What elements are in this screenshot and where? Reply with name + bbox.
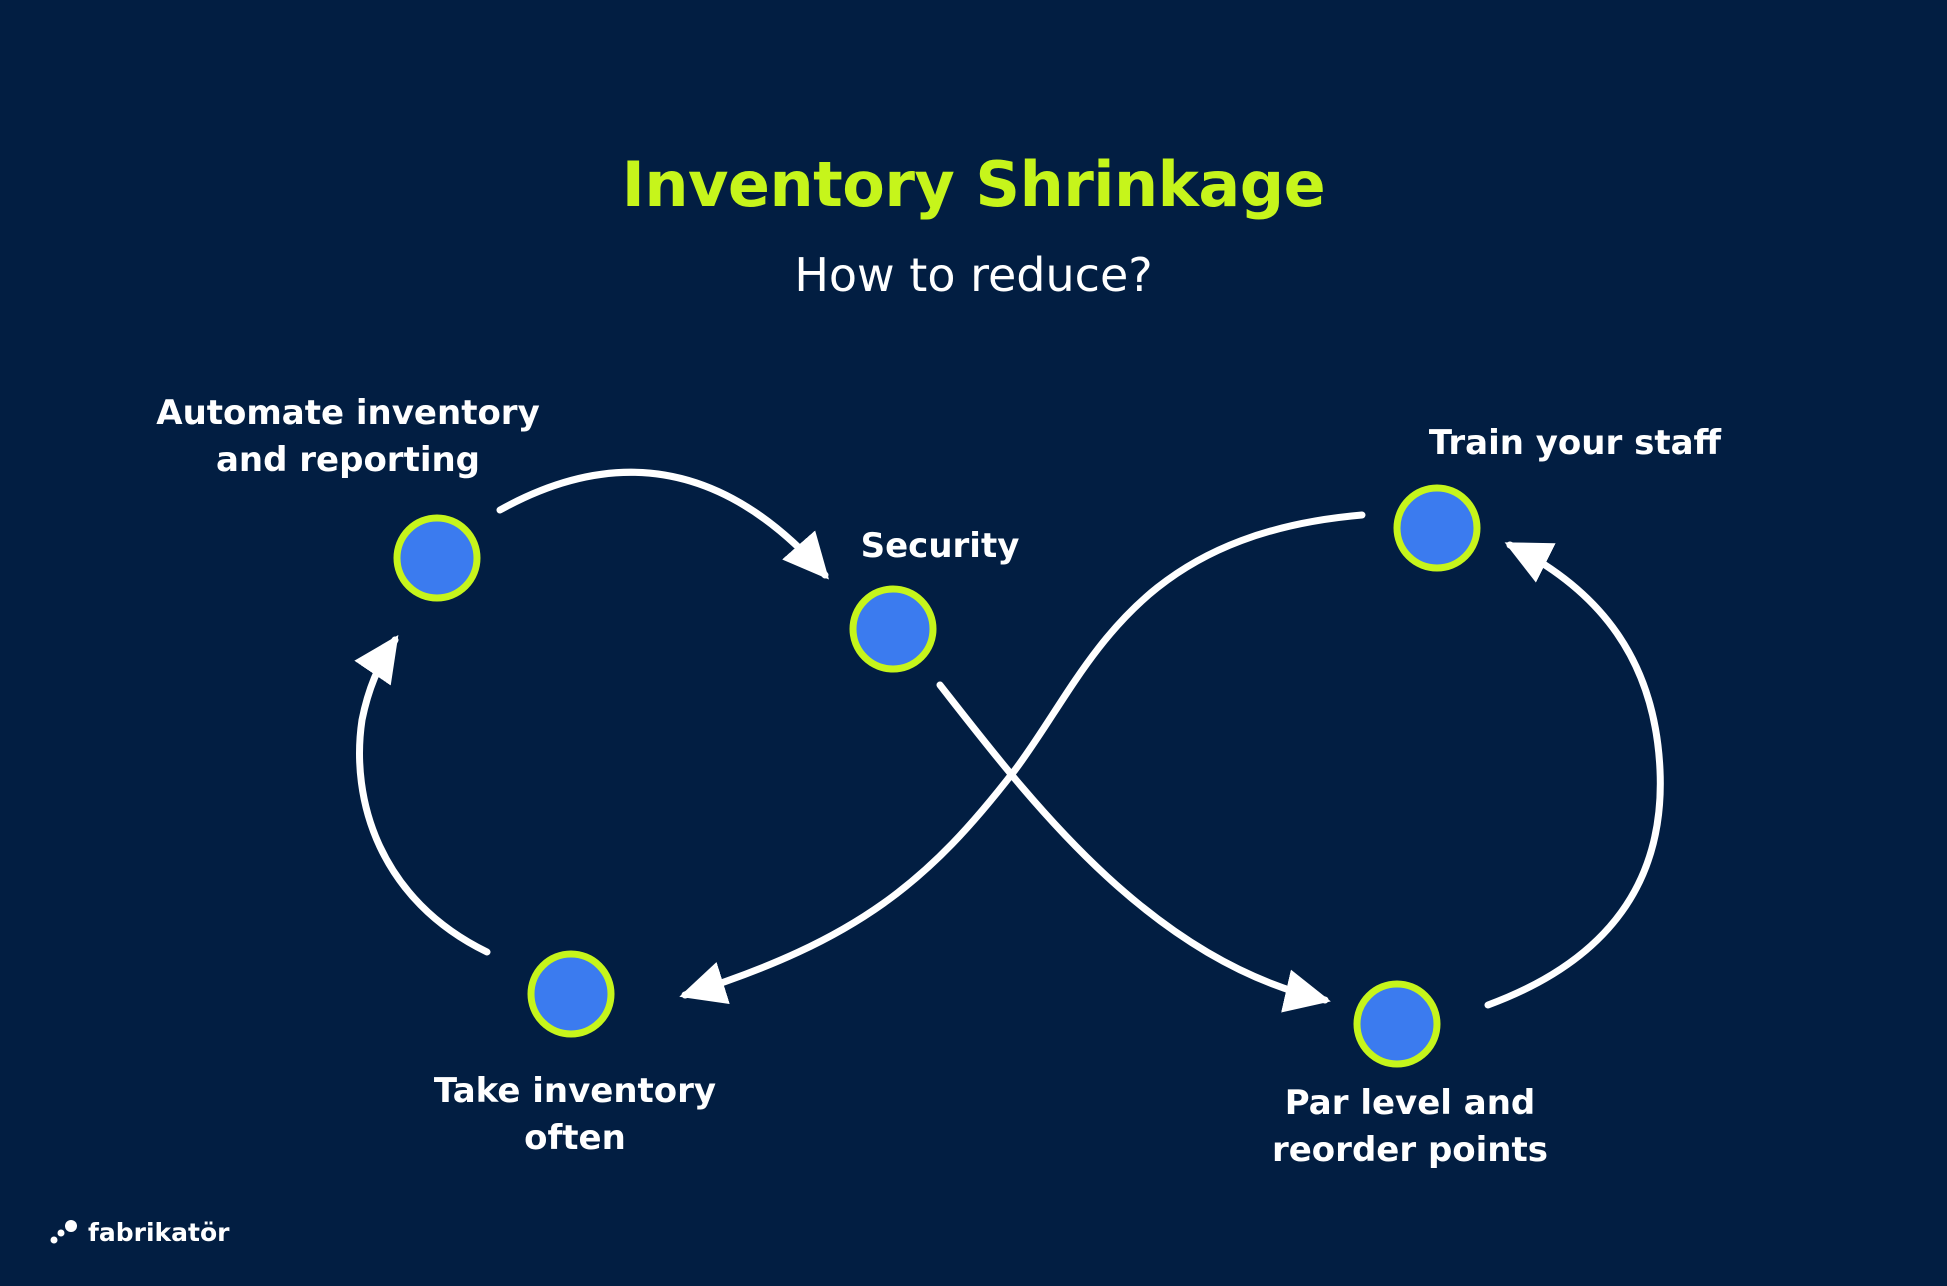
node-par [1353,980,1441,1068]
node-security [849,585,937,673]
label-security: Security [860,526,1020,566]
node-take [527,950,615,1038]
dots-logo-icon [50,1220,77,1244]
node-automate [393,514,481,602]
page-title: Inventory Shrinkage [621,148,1326,221]
arrow-security-to-par [936,681,1331,1013]
label-par: Par level and reorder points [1271,1083,1548,1170]
label-automate: Automate inventory and reporting [156,393,540,480]
arrow-train-to-take [679,511,1366,1004]
brand-name: fabrikatör [88,1217,230,1247]
arrow-take-to-automate [354,635,491,956]
page-subtitle: How to reduce? [794,248,1153,302]
label-take: Take inventory often [433,1071,717,1158]
node-train [1393,484,1481,572]
label-train: Train your staff [1428,423,1722,463]
brand-logo: fabrikatör [50,1215,230,1249]
arrow-automate-to-security [496,468,829,580]
arrow-par-to-train [1484,541,1664,1009]
